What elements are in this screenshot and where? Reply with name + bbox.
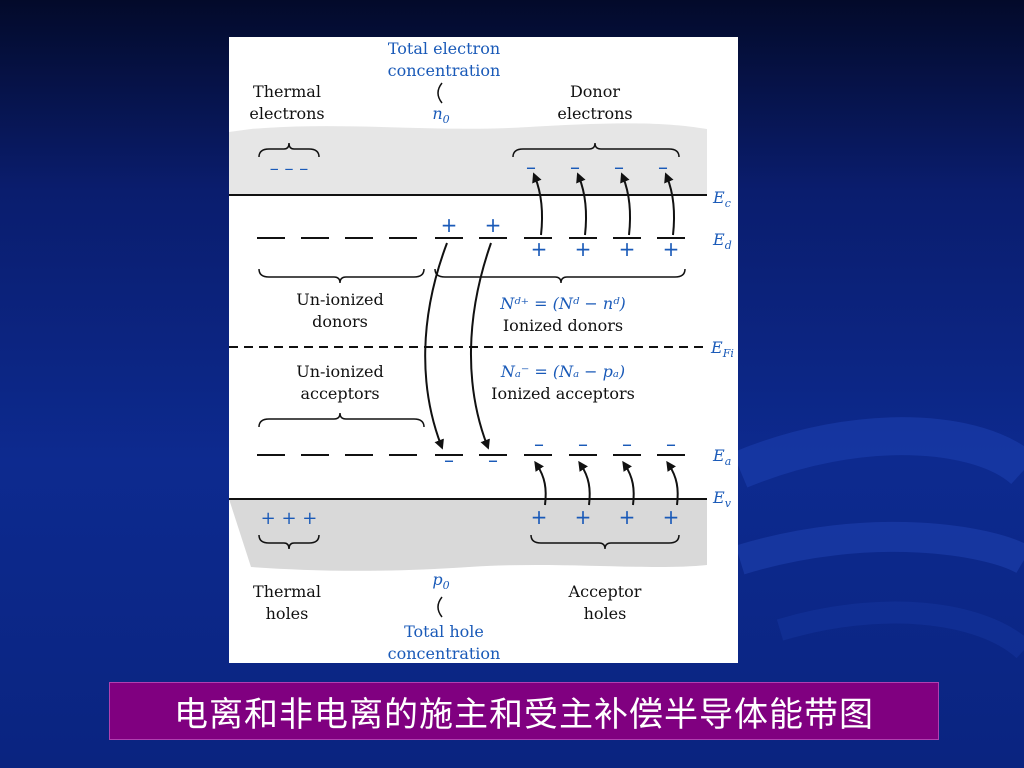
ec-label: Ec xyxy=(712,188,731,210)
valence-band xyxy=(229,499,707,571)
ionized-donors-formula: Nᵈ⁺ = (Nᵈ − nᵈ) xyxy=(499,294,626,313)
thermal-electrons-label-2: electrons xyxy=(249,104,324,123)
valence-hole-plus: + xyxy=(531,505,548,529)
band-diagram: Thermal electrons Donor electrons Un-ion… xyxy=(229,37,738,663)
ionized-acceptors-label: Ionized acceptors xyxy=(491,384,635,403)
compensation-arrows xyxy=(424,242,492,450)
donor-ionization-arrows xyxy=(532,172,676,236)
n0-label: n0 xyxy=(432,104,449,126)
ionized-donor-plus: + xyxy=(485,213,502,237)
total-electron-label-2: concentration xyxy=(388,61,501,80)
p0-paren xyxy=(437,596,443,618)
donor-electrons-label-2: electrons xyxy=(557,104,632,123)
ionized-acceptor-minus: – xyxy=(666,432,676,456)
thermal-hole-charges: + + + xyxy=(261,508,318,529)
total-hole-label-2: concentration xyxy=(388,644,501,663)
acceptor-holes-label-1: Acceptor xyxy=(568,582,642,601)
ionized-acceptor-minus: – xyxy=(622,432,632,456)
ed-label: Ed xyxy=(712,230,732,252)
thermal-holes-label-1: Thermal xyxy=(253,582,321,601)
unionized-donors-label-2: donors xyxy=(312,312,368,331)
ionized-donor-plus: + xyxy=(619,237,636,261)
thermal-electron-charges: – – – xyxy=(270,158,308,179)
ionized-acceptor-minus: – xyxy=(444,448,454,472)
caption-box: 电离和非电离的施主和受主补偿半导体能带图 xyxy=(109,682,939,740)
unionized-acceptors-label-2: acceptors xyxy=(300,384,379,403)
unionized-acceptors-label-1: Un-ionized xyxy=(296,362,384,381)
p0-label: p0 xyxy=(432,570,449,592)
valence-hole-plus: + xyxy=(663,505,680,529)
ionized-acceptors-formula: Nₐ⁻ = (Nₐ − pₐ) xyxy=(500,362,625,381)
slide-caption: 电离和非电离的施主和受主补偿半导体能带图 xyxy=(174,694,874,735)
ionized-donor-plus: + xyxy=(575,237,592,261)
conduction-electron: – xyxy=(526,155,536,179)
ionized-acceptor-minus: – xyxy=(534,432,544,456)
thermal-holes-label-2: holes xyxy=(266,604,309,623)
ionized-acceptor-minus: – xyxy=(578,432,588,456)
ionized-donor-plus: + xyxy=(441,213,458,237)
n0-paren xyxy=(437,82,443,104)
ea-label: Ea xyxy=(712,446,731,468)
efi-label: EFi xyxy=(710,338,734,360)
ionized-donor-plus: + xyxy=(663,237,680,261)
total-hole-label-1: Total hole xyxy=(404,622,484,641)
ev-label: Ev xyxy=(712,488,732,510)
ionized-acceptor-minus: – xyxy=(488,448,498,472)
conduction-electron: – xyxy=(570,155,580,179)
valence-hole-plus: + xyxy=(619,505,636,529)
conduction-electron: – xyxy=(614,155,624,179)
unionized-donors-label-1: Un-ionized xyxy=(296,290,384,309)
conduction-band xyxy=(229,123,707,195)
braces xyxy=(258,142,686,550)
acceptor-ionization-arrows xyxy=(534,460,679,506)
ionized-donor-plus: + xyxy=(531,237,548,261)
valence-hole-plus: + xyxy=(575,505,592,529)
total-electron-label-1: Total electron xyxy=(388,39,500,58)
thermal-electrons-label-1: Thermal xyxy=(253,82,321,101)
acceptor-holes-label-2: holes xyxy=(584,604,627,623)
conduction-electron: – xyxy=(658,155,668,179)
donor-electrons-label-1: Donor xyxy=(570,82,620,101)
band-diagram-svg: Thermal electrons Donor electrons Un-ion… xyxy=(229,39,734,663)
ionized-donors-label: Ionized donors xyxy=(503,316,623,335)
